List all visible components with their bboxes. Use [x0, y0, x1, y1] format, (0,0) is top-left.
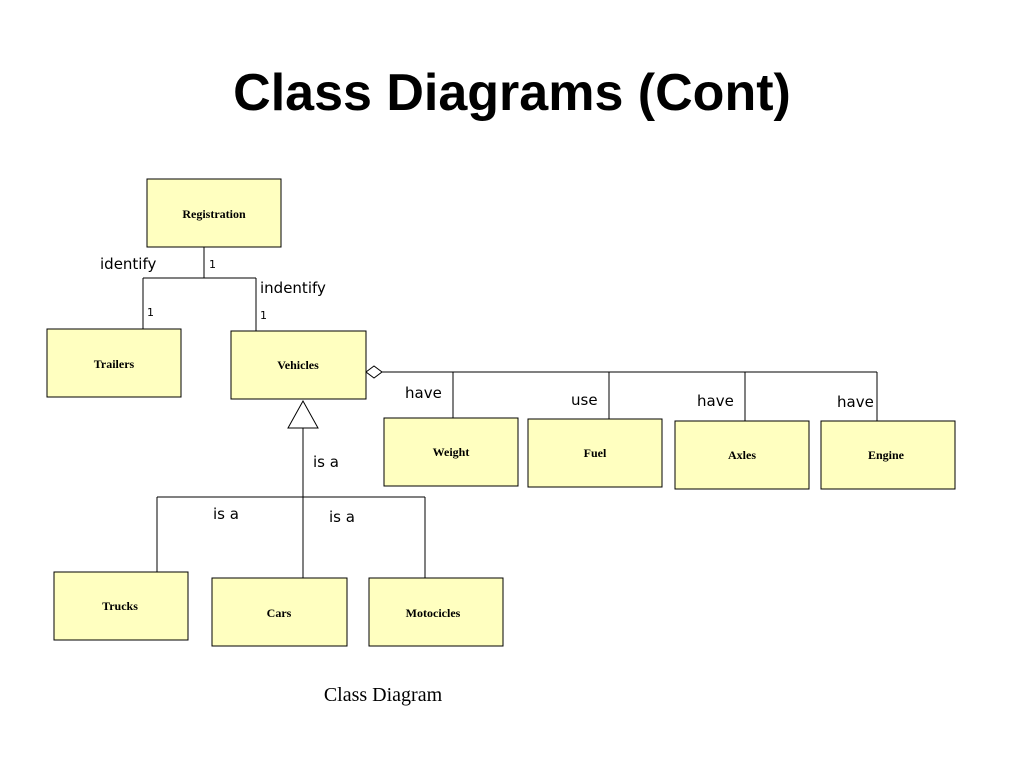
- label-fuel-use: use: [571, 391, 598, 409]
- label-indentify: indentify: [260, 279, 326, 297]
- label-vehicles-is-a: is a: [313, 453, 339, 471]
- class-motocicles: Motocicles: [368, 577, 504, 647]
- class-cars: Cars: [211, 577, 348, 647]
- multiplicity-vehicles: 1: [260, 309, 267, 322]
- class-registration: Registration: [146, 178, 282, 248]
- label-axles-have: have: [697, 392, 734, 410]
- class-name: Fuel: [584, 446, 607, 460]
- vehicles-aggregations: [365, 365, 878, 421]
- multiplicity-trailers: 1: [147, 306, 154, 319]
- class-name: Trucks: [102, 599, 138, 613]
- label-identify: identify: [100, 255, 156, 273]
- class-name: Engine: [868, 448, 905, 462]
- class-name: Trailers: [94, 357, 135, 371]
- class-engine: Engine: [820, 420, 956, 490]
- label-weight-have: have: [405, 384, 442, 402]
- class-vehicles: Vehicles: [230, 330, 367, 400]
- class-name: Cars: [267, 606, 292, 620]
- registration-associations: [142, 247, 257, 331]
- class-name: Registration: [182, 207, 246, 221]
- class-fuel: Fuel: [527, 418, 663, 488]
- aggregation-diamond: [365, 365, 383, 379]
- class-name: Weight: [433, 445, 470, 459]
- class-weight: Weight: [383, 417, 519, 487]
- diagram-caption: Class Diagram: [323, 684, 443, 706]
- multiplicity-registration: 1: [209, 258, 216, 271]
- class-name: Motocicles: [406, 606, 461, 620]
- class-name: Vehicles: [277, 358, 319, 372]
- label-cars-is-a: is a: [329, 508, 355, 526]
- class-name: Axles: [728, 448, 756, 462]
- class-axles: Axles: [674, 420, 810, 490]
- label-trucks-is-a: is a: [213, 505, 239, 523]
- class-trailers: Trailers: [46, 328, 182, 398]
- slide-title: Class Diagrams (Cont): [233, 64, 791, 122]
- vehicles-generalization: [156, 399, 426, 578]
- label-engine-have: have: [837, 393, 874, 411]
- class-trucks: Trucks: [53, 571, 189, 641]
- generalization-triangle: [287, 399, 319, 429]
